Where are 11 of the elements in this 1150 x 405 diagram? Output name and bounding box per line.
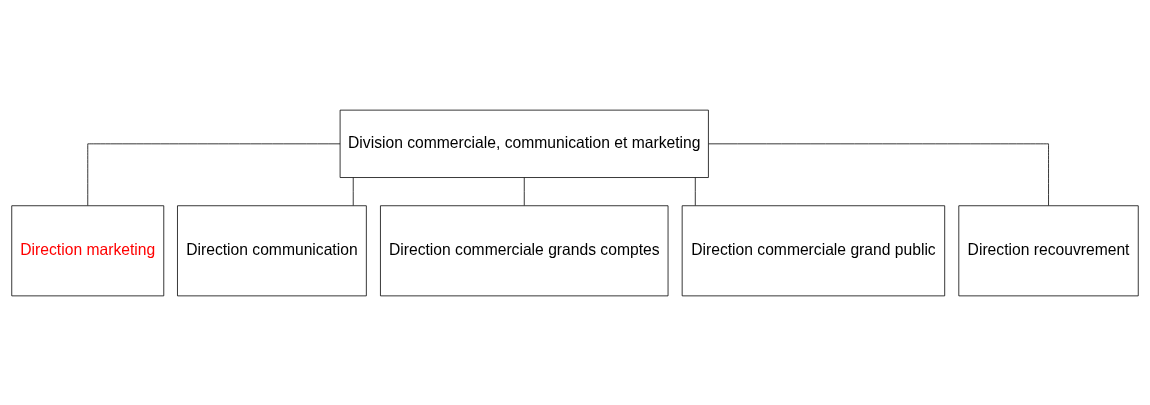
connector bbox=[87, 142, 341, 206]
node-box: Direction commerciale grands comptes bbox=[380, 204, 669, 296]
connector bbox=[708, 142, 1049, 206]
connector bbox=[694, 176, 696, 206]
node-box: Direction commerciale grand public bbox=[681, 204, 946, 296]
node-box: Direction recouvrement bbox=[958, 204, 1139, 296]
connector bbox=[523, 176, 525, 206]
node-box: Direction marketing bbox=[11, 204, 165, 296]
node-box: Division commerciale, communication et marketing bbox=[339, 109, 709, 178]
node-box: Direction communication bbox=[177, 204, 367, 296]
connector bbox=[352, 176, 354, 206]
